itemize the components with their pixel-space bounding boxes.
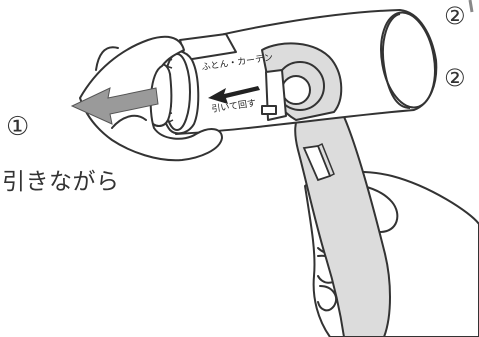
step-1-number: ① [6,112,29,142]
edge-stroke [470,0,472,12]
step-2-number-mid: ② [444,64,466,92]
pull-while-caption: 引きながら [2,162,120,196]
step-2-number-top: ② [444,2,466,30]
